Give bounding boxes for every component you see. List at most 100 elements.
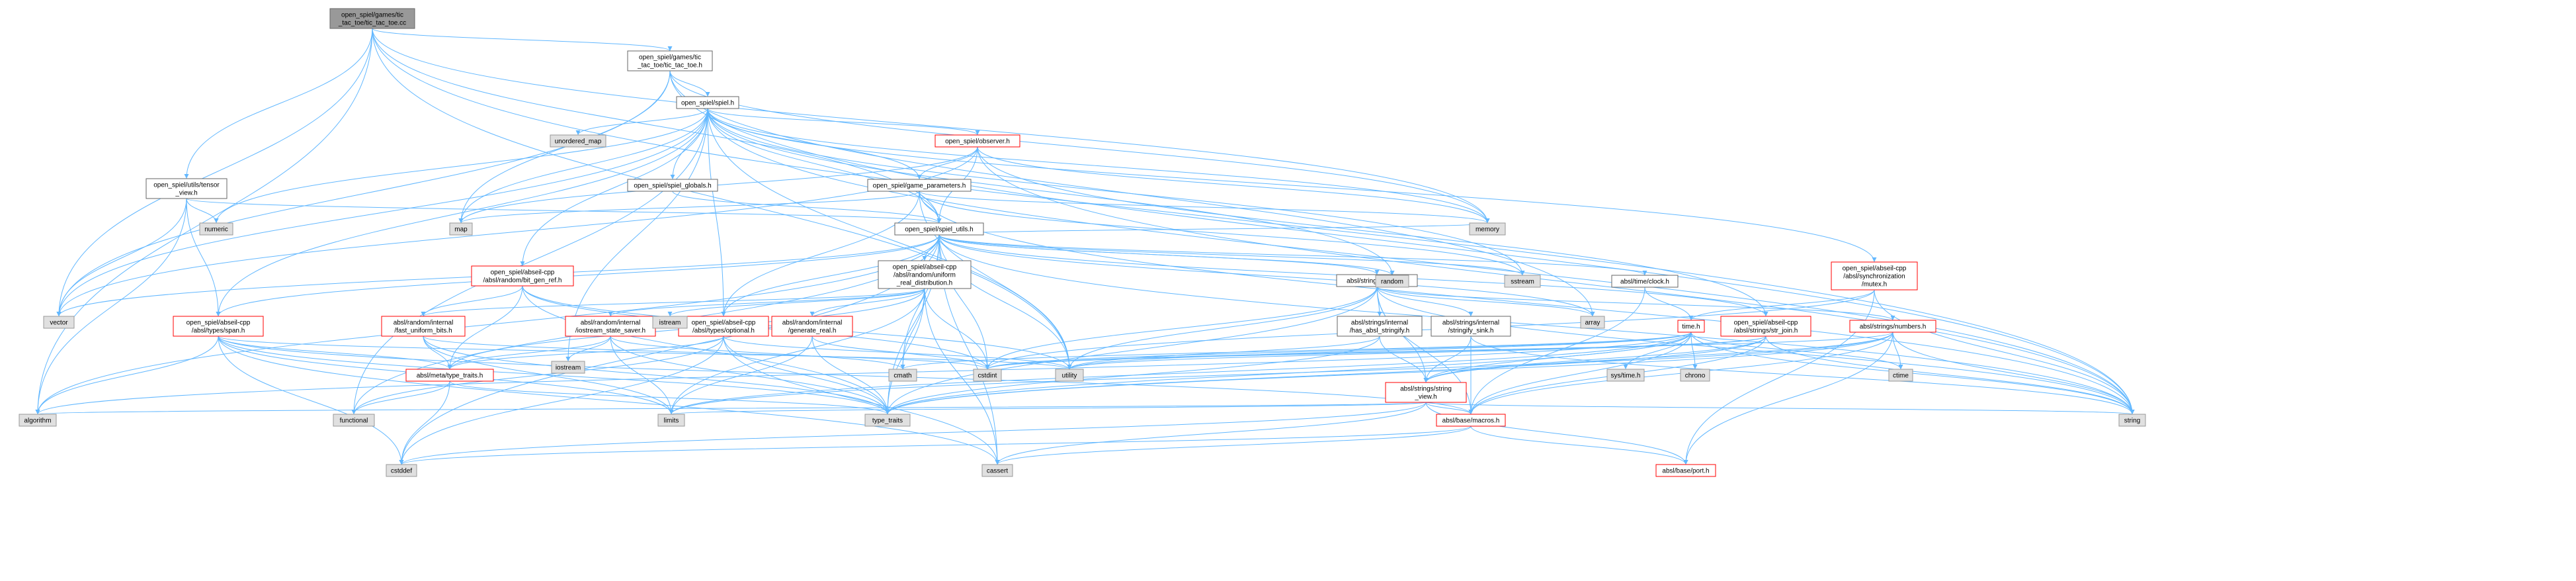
edge-span_h-to-type_traits: [218, 335, 890, 415]
node-bit-gen-ref[interactable]: open_spiel/abseil-cpp/absl/random/bit_ge…: [471, 265, 574, 287]
edge-string_view-to-macros_h: [1425, 402, 1474, 415]
node-systime: sys/time.h: [1606, 369, 1645, 382]
edge-string_view-to-string: [1425, 402, 2134, 415]
edge-spiel_h-to-sstream: [707, 108, 1525, 276]
node-box: [145, 178, 228, 199]
edge-tensor_view-to-numeric: [186, 198, 219, 224]
node-label: open_spiel/games/tic: [639, 54, 701, 62]
edge-tensor_view-to-vector: [56, 198, 187, 317]
node-has-stringify[interactable]: absl/strings/internal/has_absl_stringify…: [1337, 316, 1423, 337]
node-label: cstdint: [978, 373, 997, 380]
node-box: [405, 369, 494, 382]
edge-type_traits_absl-to-type_traits: [449, 380, 890, 415]
node-box: [678, 316, 769, 337]
node-label: open_spiel/spiel_globals.h: [634, 183, 711, 190]
edge-string_view-to-algorithm: [36, 402, 1427, 415]
edge-time_h-to-ctime: [1690, 332, 1903, 370]
node-label: sys/time.h: [1610, 373, 1640, 380]
node-mutex-h[interactable]: open_spiel/abseil-cpp/absl/synchronizati…: [1831, 261, 1918, 290]
node-ttt-h[interactable]: open_spiel/games/tic_tac_toe/tic_tac_toe…: [627, 50, 713, 71]
edge-spiel_utils-to-memory: [938, 222, 1489, 236]
edge-numbers_h-to-cstdint: [985, 332, 1893, 370]
node-span-h[interactable]: open_spiel/abseil-cpp/absl/types/span.h: [173, 316, 264, 337]
edge-uniform_real-to-cstdint: [924, 288, 990, 370]
node-port-h[interactable]: absl/base/port.h: [1655, 464, 1716, 477]
node-box: [565, 316, 656, 337]
node-box: [1655, 464, 1716, 477]
node-fast-uniform[interactable]: absl/random/internal/fast_uniform_bits.h: [381, 316, 466, 337]
node-box: [173, 316, 264, 337]
edge-fast_uniform-to-limits: [423, 335, 674, 415]
node-utility: utility: [1055, 369, 1084, 382]
edge-optional_h-to-type_traits: [723, 335, 890, 415]
node-box: [1677, 320, 1705, 333]
edge-time_h-to-chrono: [1690, 332, 1698, 370]
edge-game_params-to-map: [458, 191, 920, 224]
node-stringify-sink[interactable]: absl/strings/internal/stringify_sink.h: [1431, 316, 1511, 337]
node-box: [1611, 275, 1679, 288]
node-root[interactable]: open_spiel/games/tic_tac_toe/tic_tac_toe…: [329, 8, 415, 29]
node-tensor-view[interactable]: open_spiel/utils/tensor_view.h: [145, 178, 228, 199]
node-label: open_spiel/abseil-cpp: [1843, 265, 1907, 273]
node-box: [550, 134, 606, 148]
node-box: [1375, 275, 1409, 288]
node-type-traits-absl[interactable]: absl/meta/type_traits.h: [405, 369, 494, 382]
node-label: absl/meta/type_traits.h: [417, 373, 483, 380]
edge-ttt_h-to-string: [669, 70, 2135, 415]
edge-ttt_h-to-memory: [669, 70, 1490, 224]
edge-observer-to-memory: [977, 146, 1490, 224]
edge-spiel_h-to-numeric: [214, 108, 708, 224]
node-str-join[interactable]: open_spiel/abseil-cpp/absl/strings/str_j…: [1720, 316, 1811, 337]
node-label: random: [1381, 279, 1403, 286]
node-box: [1504, 275, 1541, 288]
node-label: numeric: [204, 226, 228, 234]
node-chrono: chrono: [1680, 369, 1710, 382]
edge-spiel_h-to-unordered_map: [575, 108, 708, 136]
node-box: [1849, 320, 1936, 333]
node-spiel-h[interactable]: open_spiel/spiel.h: [676, 96, 739, 109]
node-optional-h[interactable]: open_spiel/abseil-cpp/absl/types/optiona…: [678, 316, 769, 337]
edge-fast_uniform-to-cstdint: [423, 335, 990, 370]
edge-macros_h-to-port_h: [1470, 425, 1688, 465]
edge-string_view-to-limits: [669, 402, 1427, 415]
edge-spiel_utils-to-random: [938, 234, 1395, 276]
node-box: [1680, 369, 1710, 382]
node-label: unordered_map: [555, 138, 602, 146]
node-label: open_spiel/abseil-cpp: [491, 269, 555, 277]
node-label: open_spiel/abseil-cpp: [187, 320, 251, 327]
edge-time_h-to-utility: [1067, 332, 1692, 370]
node-label: absl/strings/numbers.h: [1860, 324, 1927, 331]
edge-ttt_h-to-vector: [56, 70, 671, 317]
node-label: algorithm: [24, 418, 51, 425]
node-label: _real_distribution.h: [896, 280, 953, 287]
edge-str_cat-to-type_traits: [885, 286, 1378, 415]
edge-spiel_utils-to-cstdint: [938, 234, 990, 370]
node-cmath: cmath: [888, 369, 917, 382]
node-string-view[interactable]: absl/strings/string_view.h: [1385, 382, 1467, 403]
edge-spiel_h-to-random: [707, 108, 1395, 276]
edge-iostream_saver-to-iostream: [565, 335, 611, 362]
edge-observer-to-string: [977, 146, 2135, 415]
node-box: [1580, 316, 1605, 329]
node-game-params[interactable]: open_spiel/game_parameters.h: [867, 179, 972, 192]
node-observer[interactable]: open_spiel/observer.h: [935, 134, 1020, 148]
node-label: map: [454, 226, 468, 234]
node-vector: vector: [43, 316, 75, 329]
node-generate-real[interactable]: absl/random/internal/generate_real.h: [771, 316, 853, 337]
node-box: [2118, 414, 2146, 427]
node-clock-h[interactable]: absl/time/clock.h: [1611, 275, 1679, 288]
edge-macros_h-to-cstddef: [399, 425, 1472, 465]
edge-string_view-to-cassert: [995, 402, 1427, 465]
node-label: _view.h: [175, 190, 197, 197]
node-numbers-h[interactable]: absl/strings/numbers.h: [1849, 320, 1936, 333]
node-uniform-real[interactable]: open_spiel/abseil-cpp/absl/random/unifor…: [878, 260, 972, 289]
node-label: _view.h: [1414, 394, 1436, 401]
node-macros-h[interactable]: absl/base/macros.h: [1436, 414, 1506, 427]
edge-spiel_globals-to-spiel_utils: [672, 191, 942, 224]
node-spiel-utils[interactable]: open_spiel/spiel_utils.h: [894, 222, 984, 236]
node-box: [19, 414, 57, 427]
node-spiel-globals[interactable]: open_spiel/spiel_globals.h: [627, 179, 718, 192]
edge-spiel_h-to-string: [707, 108, 2135, 415]
node-time-h[interactable]: time.h: [1677, 320, 1705, 333]
node-iostream-saver[interactable]: absl/random/internal/iostream_state_save…: [565, 316, 656, 337]
